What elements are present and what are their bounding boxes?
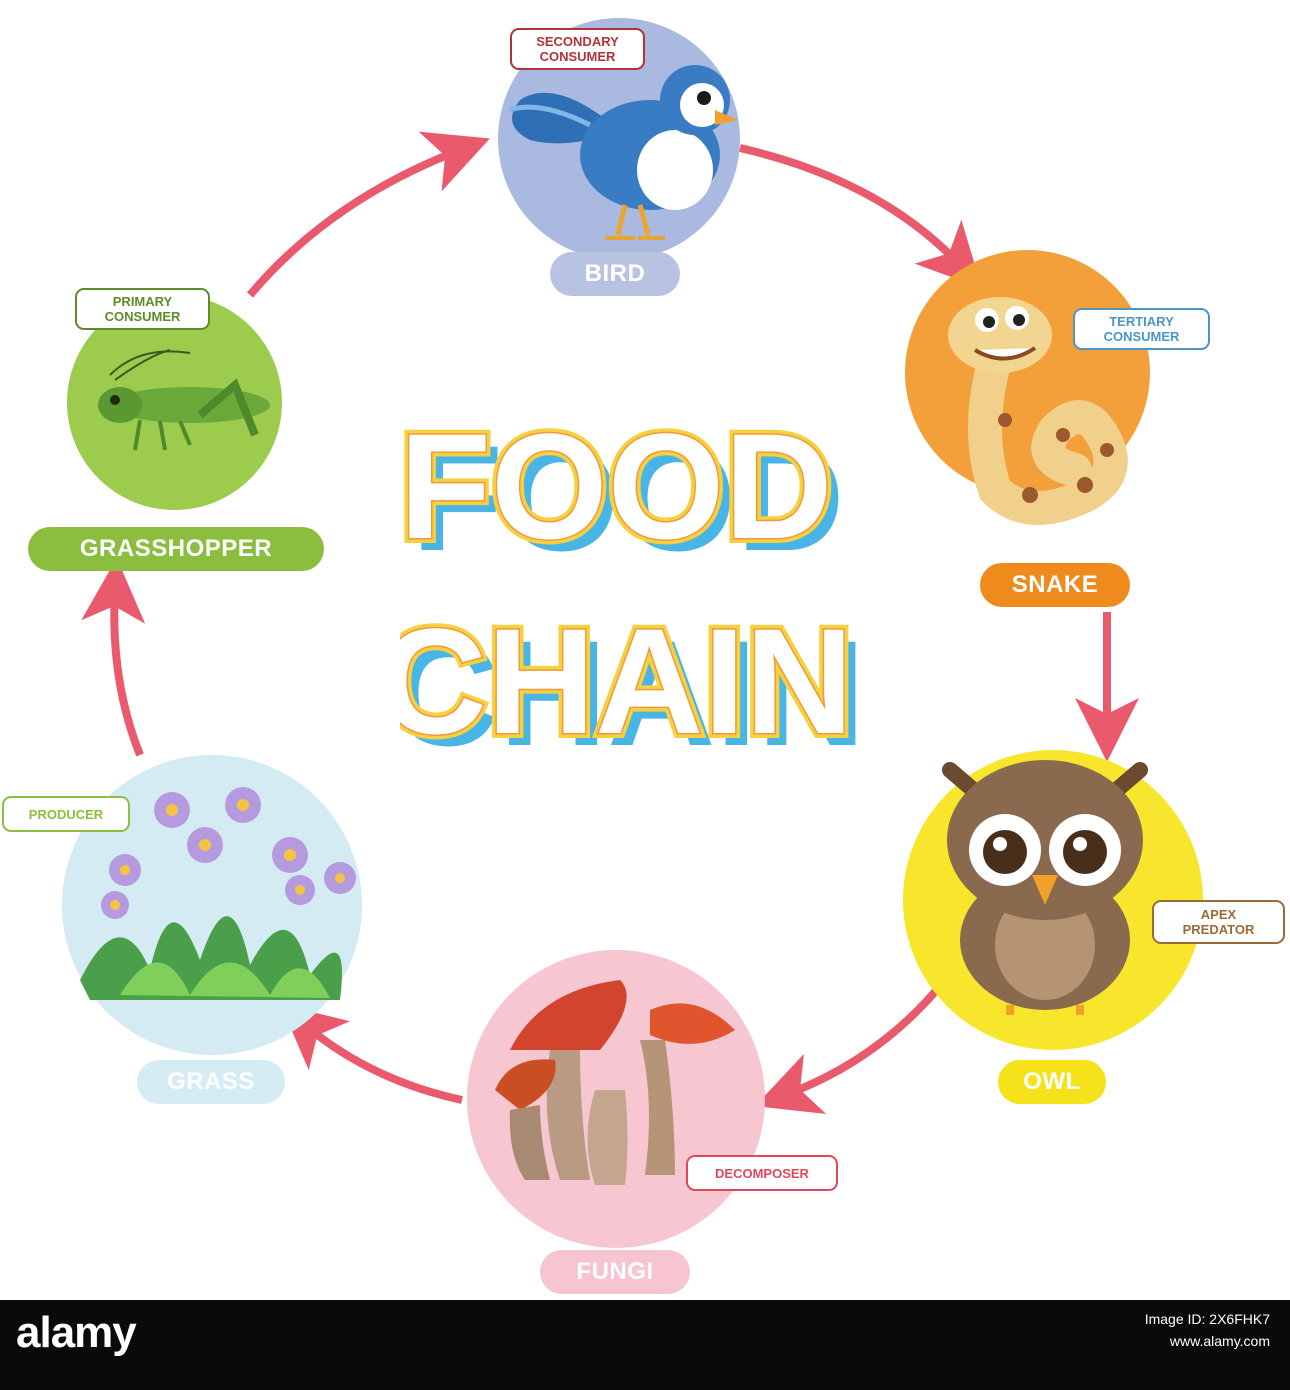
- fungi-label: FUNGI: [540, 1250, 690, 1294]
- snake-role-tag: TERTIARY CONSUMER: [1073, 308, 1210, 350]
- fungi-role-tag: DECOMPOSER: [686, 1155, 838, 1191]
- arrow-grasshopper-to-bird: [246, 131, 490, 298]
- snake-icon: [948, 297, 1128, 525]
- arrows-layer: [81, 131, 1139, 1114]
- bird-icon: [509, 65, 738, 240]
- owl-role-tag: APEX PREDATOR: [1152, 900, 1285, 944]
- owl-label: OWL: [998, 1060, 1106, 1104]
- footer-bar: alamy Image ID: 2X6FHK7 www.alamy.com: [0, 1300, 1290, 1390]
- arrow-fungi-to-grass: [280, 1004, 463, 1104]
- title-line1-outline: FOOD: [400, 410, 833, 570]
- title-graphic: FOOD FOOD FOOD CHAIN CHAIN CHAIN: [400, 410, 860, 777]
- mushroom-icon: [495, 980, 735, 1185]
- food-chain-diagram: FOOD FOOD FOOD CHAIN CHAIN CHAIN SECONDA…: [2, 18, 1285, 1294]
- title-line1: FOOD: [400, 410, 833, 570]
- grasshopper-label: GRASSHOPPER: [28, 527, 324, 571]
- image-id-text: Image ID: 2X6FHK7: [1144, 1311, 1270, 1327]
- title-line2: CHAIN: [400, 597, 853, 765]
- alamy-logo: alamy: [16, 1308, 137, 1357]
- title-line2-outline: CHAIN: [400, 597, 853, 765]
- grass-label: GRASS: [137, 1060, 285, 1104]
- website-text: www.alamy.com: [1169, 1333, 1270, 1349]
- title-line2-shadow: CHAIN: [400, 609, 860, 777]
- bird-role-tag: SECONDARY CONSUMER: [510, 28, 645, 70]
- flower-icon: [80, 787, 356, 1000]
- arrow-bird-to-snake: [739, 144, 982, 289]
- arrow-owl-to-fungi: [754, 977, 949, 1114]
- owl-icon: [942, 760, 1148, 1015]
- title-line1-shadow: FOOD: [411, 414, 844, 582]
- grasshopper-role-tag: PRIMARY CONSUMER: [75, 288, 210, 330]
- bird-label: BIRD: [550, 252, 680, 296]
- image-caption: Image ID: 2X6FHK7 www.alamy.com: [1145, 1308, 1270, 1352]
- arrow-grass-to-grasshopper: [81, 558, 146, 757]
- grasshopper-icon: [98, 349, 270, 451]
- grass-role-tag: PRODUCER: [2, 796, 130, 832]
- snake-label: SNAKE: [980, 563, 1130, 607]
